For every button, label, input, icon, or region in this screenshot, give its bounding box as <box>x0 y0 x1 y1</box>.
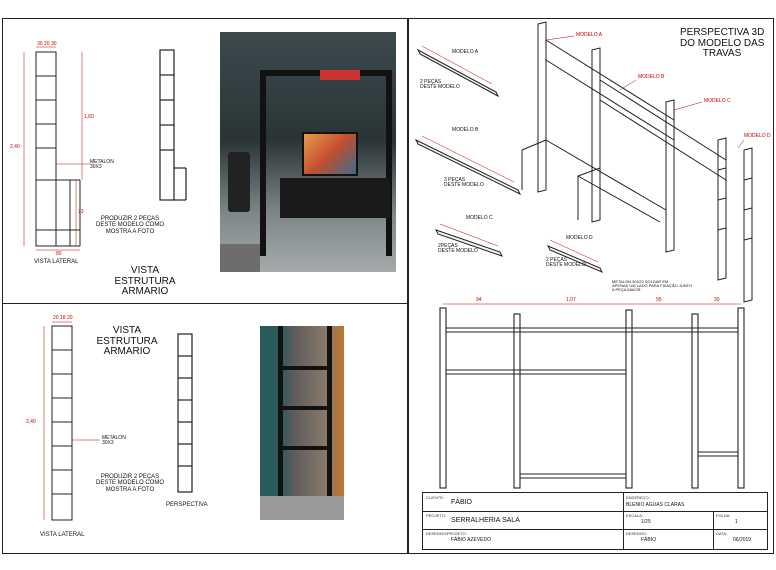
dim-top-2: 20 <box>44 41 50 47</box>
tb-designer: FÁBIO AZEVEDO <box>451 537 492 543</box>
tb-scale-head: ESCALA: <box>626 513 643 518</box>
model-a-qty: 2 PEÇAS DESTE MODELO <box>420 79 460 91</box>
dim-mid: 1,60 <box>84 114 94 120</box>
callout-c: MODELO C <box>704 98 731 104</box>
dim-bottom: 80 <box>56 251 62 257</box>
dim-height-b: 2,40 <box>26 419 36 425</box>
title-block: CLIENTE: FÁBIO ENDEREÇO: BLENIO AGUAS CL… <box>422 492 768 550</box>
production-note-b: PRODUZIR 2 PEÇAS DESTE MODELO COMO MOSTR… <box>96 474 165 493</box>
dim-top-b3: 20 <box>67 315 73 321</box>
tb-sheet: 1 <box>735 519 738 525</box>
model-a-label: MODELO A <box>452 49 479 55</box>
front-dim-3: 95 <box>656 297 662 303</box>
front-dim-4: 30 <box>714 297 720 303</box>
tb-designer-head: DESENHO/PROJETO: <box>426 531 467 536</box>
callout-d: MODELO D <box>744 133 771 139</box>
render-photo-bottom <box>260 326 344 520</box>
model-c-qty: 2PEÇAS DESTE MODELO <box>438 243 478 255</box>
callout-b: MODELO B <box>638 74 665 80</box>
metalon-label-b: METALON 30X3 <box>102 435 126 447</box>
tb-address-head: ENDEREÇO: <box>626 495 650 500</box>
panel-right <box>408 18 774 554</box>
section-title-b: VISTA ESTRUTURA ARMARIO <box>96 325 158 357</box>
tb-sheet-head: FOLHA: <box>716 513 731 518</box>
tb-scale: 1/25 <box>641 519 651 525</box>
tb-author-head: DESENHO: <box>626 531 647 536</box>
dim-top-1: 30 <box>37 41 43 47</box>
dim-top-b1: 20 <box>53 315 59 321</box>
model-b-label: MODELO B <box>452 127 479 133</box>
section-title: VISTA ESTRUTURA ARMARIO <box>114 265 176 297</box>
metalon-label: METALON 30X3 <box>90 159 114 171</box>
model-c-label: MODELO C <box>466 215 493 221</box>
tb-author: FÁBIO <box>641 537 657 543</box>
tb-date-head: DATA: <box>716 531 728 536</box>
tb-address: BLENIO AGUAS CLARAS <box>626 502 685 508</box>
dim-top-3: 30 <box>51 41 57 47</box>
view-label: VISTA LATERAL <box>34 259 79 265</box>
panel-bottom-left <box>2 303 408 554</box>
tb-client-head: CLIENTE: <box>426 495 445 500</box>
tb-project-head: PROJETO: <box>426 513 446 518</box>
tb-date: 06/2019 <box>733 537 752 543</box>
dim-top-b2: 18 <box>60 315 66 321</box>
production-note: PRODUZIR 2 PEÇAS DESTE MODELO COMO MOSTR… <box>96 216 165 235</box>
callout-a: MODELO A <box>576 32 603 38</box>
render-photo-top <box>220 32 396 272</box>
dim-low: 73 <box>78 209 84 215</box>
front-dim-1: 94 <box>476 297 482 303</box>
perspective-title: PERSPECTIVA 3D DO MODELO DAS TRAVAS <box>680 27 765 59</box>
view-label-b: VISTA LATERAL <box>40 532 85 538</box>
tb-project: SERRALHERIA SALA <box>451 517 520 524</box>
model-d-label: MODELO D <box>566 235 593 241</box>
front-dim-2: 1,07 <box>566 297 576 303</box>
perspective-label: PERSPECTIVA <box>166 502 208 508</box>
fixing-note: METALON 30X20 SOLDAR EM APENAS UM LADO P… <box>612 279 693 293</box>
model-b-qty: 3 PEÇAS DESTE MODELO <box>444 177 484 189</box>
tb-client: FÁBIO <box>451 499 473 506</box>
dim-height: 2,40 <box>10 144 20 150</box>
model-d-qty: 2 PEÇAS DESTE MODELO <box>546 257 586 269</box>
